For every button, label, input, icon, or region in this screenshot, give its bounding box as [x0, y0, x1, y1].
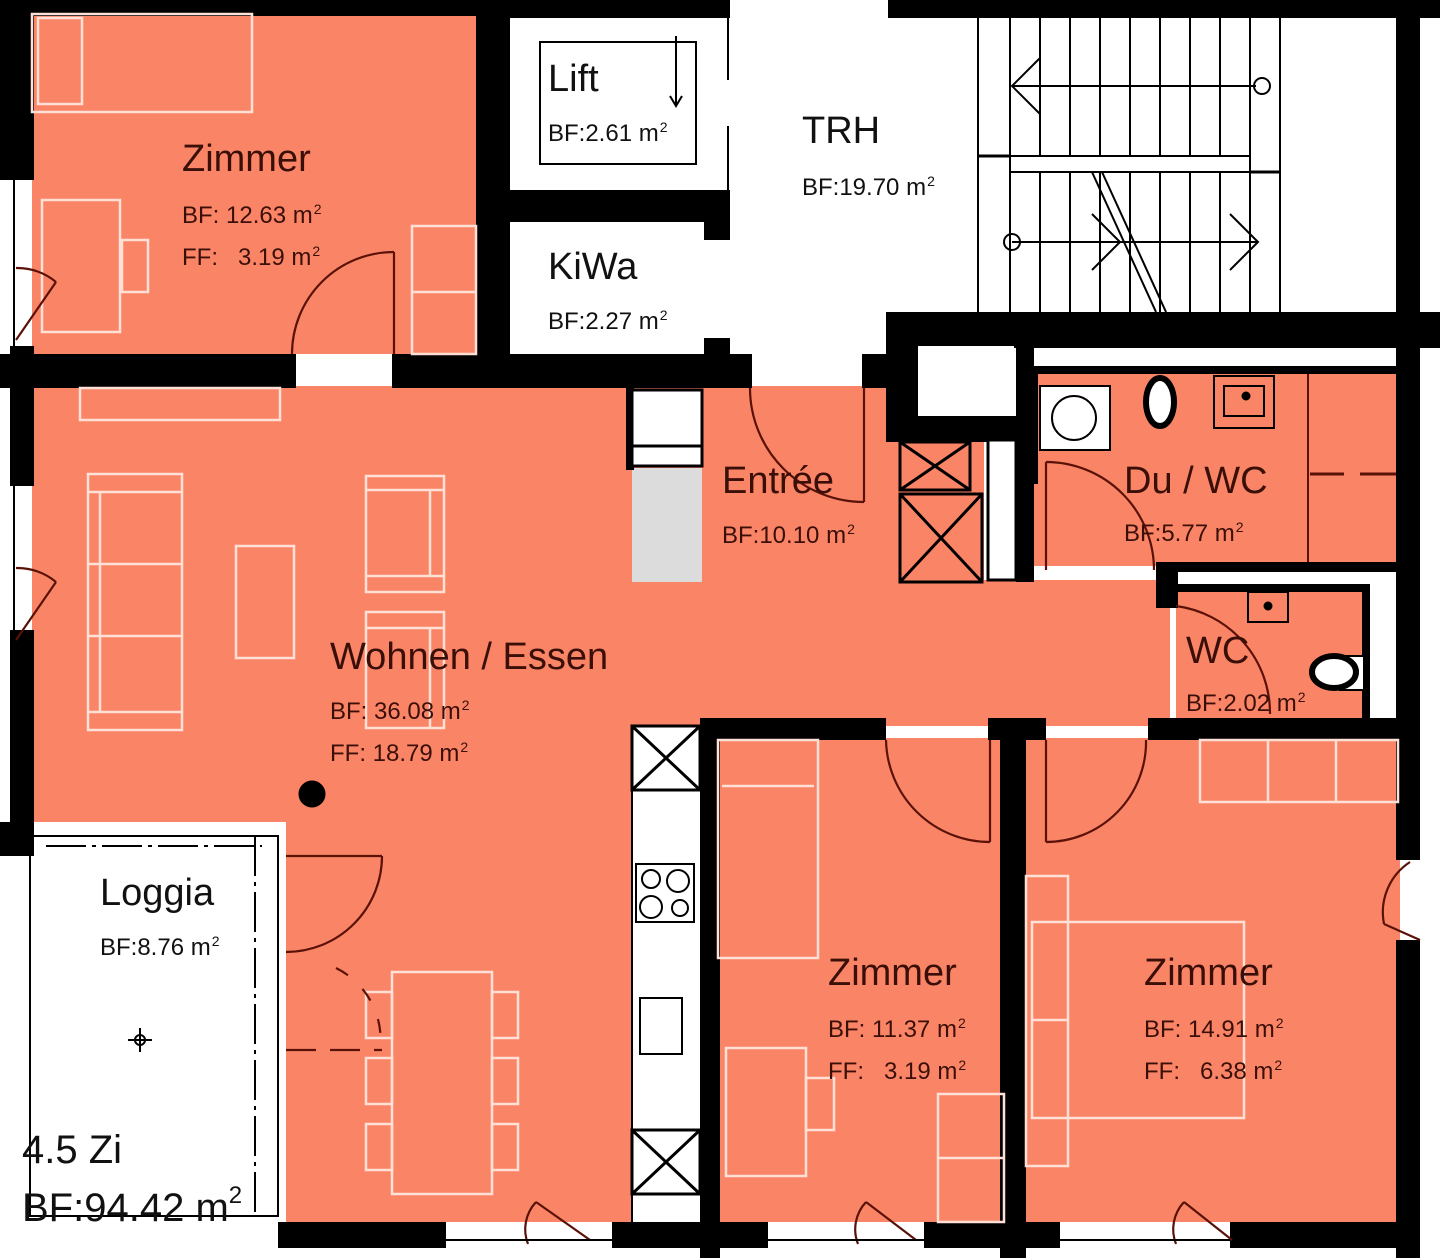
kitchen-tall-unit [632, 468, 702, 582]
wall-shaft-bottom [900, 416, 1030, 442]
wall-top-lift [490, 0, 730, 18]
room-name: Loggia [100, 872, 215, 914]
wall-wc-top [1176, 584, 1366, 592]
room-name: WC [1186, 630, 1250, 672]
wall-bedroom-top-right [1148, 718, 1420, 740]
wall-bottom-living [278, 1222, 446, 1248]
wall-wc-stub [1156, 566, 1178, 608]
wall-loggia-corner [0, 822, 34, 856]
wall-bottom-mid [924, 1222, 1060, 1248]
wall-bottom-right [1230, 1222, 1420, 1248]
room-label-du-wc: Du / WC [1124, 462, 1268, 500]
wall-between-bedrooms [1000, 718, 1026, 1258]
room-name: Zimmer [1144, 952, 1273, 994]
room-name: Lift [548, 58, 599, 100]
room-label-wc: WC [1186, 632, 1249, 670]
corridor-fill [630, 580, 1170, 726]
area-bf-loggia: BF:8.76 m2 [100, 933, 220, 961]
area-bf-trh: BF:19.70 m2 [802, 173, 935, 201]
area-bf-entree: BF:10.10 m2 [722, 521, 855, 549]
wall-kitchen-right [700, 718, 720, 1258]
room-label-loggia: Loggia [100, 874, 214, 912]
wall-kitchen-back [626, 386, 634, 470]
wall-duwc-left [1030, 366, 1038, 484]
room-name: Du / WC [1124, 460, 1268, 502]
room-name: KiWa [548, 246, 638, 288]
room-label-wohnen-essen: Wohnen / Essen [330, 638, 608, 676]
area-bf-lift: BF:2.61 m2 [548, 119, 668, 147]
room-label-lift: Lift [548, 60, 599, 98]
area-bf-kiwa: BF:2.27 m2 [548, 307, 668, 335]
area-ff-wohnen-essen: FF: 18.79 m2 [330, 739, 469, 767]
wall-bottom-kitchen [612, 1222, 768, 1248]
room-label-zimmer-s: Zimmer [828, 954, 957, 992]
area-bf-zimmer-nw: BF: 12.63 m2 [182, 201, 322, 229]
entree-cabinet-fill [898, 440, 984, 584]
wall-shaft-right [1016, 346, 1034, 582]
wall-duwc-top [1030, 366, 1402, 374]
wall-living-top-mid [392, 354, 752, 388]
room-name: Wohnen / Essen [330, 636, 609, 678]
room-label-trh: TRH [802, 112, 880, 150]
wall-kiwa-right-top [704, 190, 730, 240]
wall-lift-kiwa-divider [490, 190, 730, 222]
room-name: TRH [802, 110, 881, 152]
wall-stair-bottom [886, 312, 1440, 348]
area-bf-du-wc: BF:5.77 m2 [1124, 519, 1244, 547]
room-wohnen-essen-lower-fill [286, 816, 632, 1222]
area-bf-zimmer-s: BF: 11.37 m2 [828, 1015, 966, 1043]
area-bf-wohnen-essen: BF: 36.08 m2 [330, 697, 470, 725]
room-label-zimmer-nw: Zimmer [182, 140, 311, 178]
area-bf-wc: BF:2.02 m2 [1186, 689, 1306, 717]
apartment-type-label: 4.5 Zi [22, 1128, 123, 1172]
wall-wc-right [1362, 584, 1370, 724]
wall-living-top-left [0, 354, 296, 388]
wall-right-outer [1396, 0, 1420, 860]
wall-top-left [0, 0, 482, 16]
area-bf-zimmer-se: BF: 14.91 m2 [1144, 1015, 1284, 1043]
area-ff-zimmer-s: FF: 3.19 m2 [828, 1057, 967, 1085]
room-label-entree: Entrée [722, 462, 834, 500]
room-label-kiwa: KiWa [548, 248, 637, 286]
wall-left-3 [10, 630, 34, 826]
area-ff-zimmer-nw: FF: 3.19 m2 [182, 243, 321, 271]
room-name: Entrée [722, 460, 834, 502]
wall-right-outer-lower [1396, 940, 1420, 1258]
room-label-zimmer-se: Zimmer [1144, 954, 1273, 992]
room-name: Zimmer [182, 138, 311, 180]
area-ff-zimmer-se: FF: 6.38 m2 [1144, 1057, 1283, 1085]
wall-duwc-bottom [1156, 562, 1400, 572]
wall-left-1 [0, 0, 34, 180]
room-name: Zimmer [828, 952, 957, 994]
wall-bedroom-top-left [702, 718, 886, 740]
room-zimmer-nw-fill [32, 14, 476, 354]
apartment-total-area: BF:94.42 m2 [22, 1182, 243, 1230]
wall-top-right [888, 0, 1440, 18]
